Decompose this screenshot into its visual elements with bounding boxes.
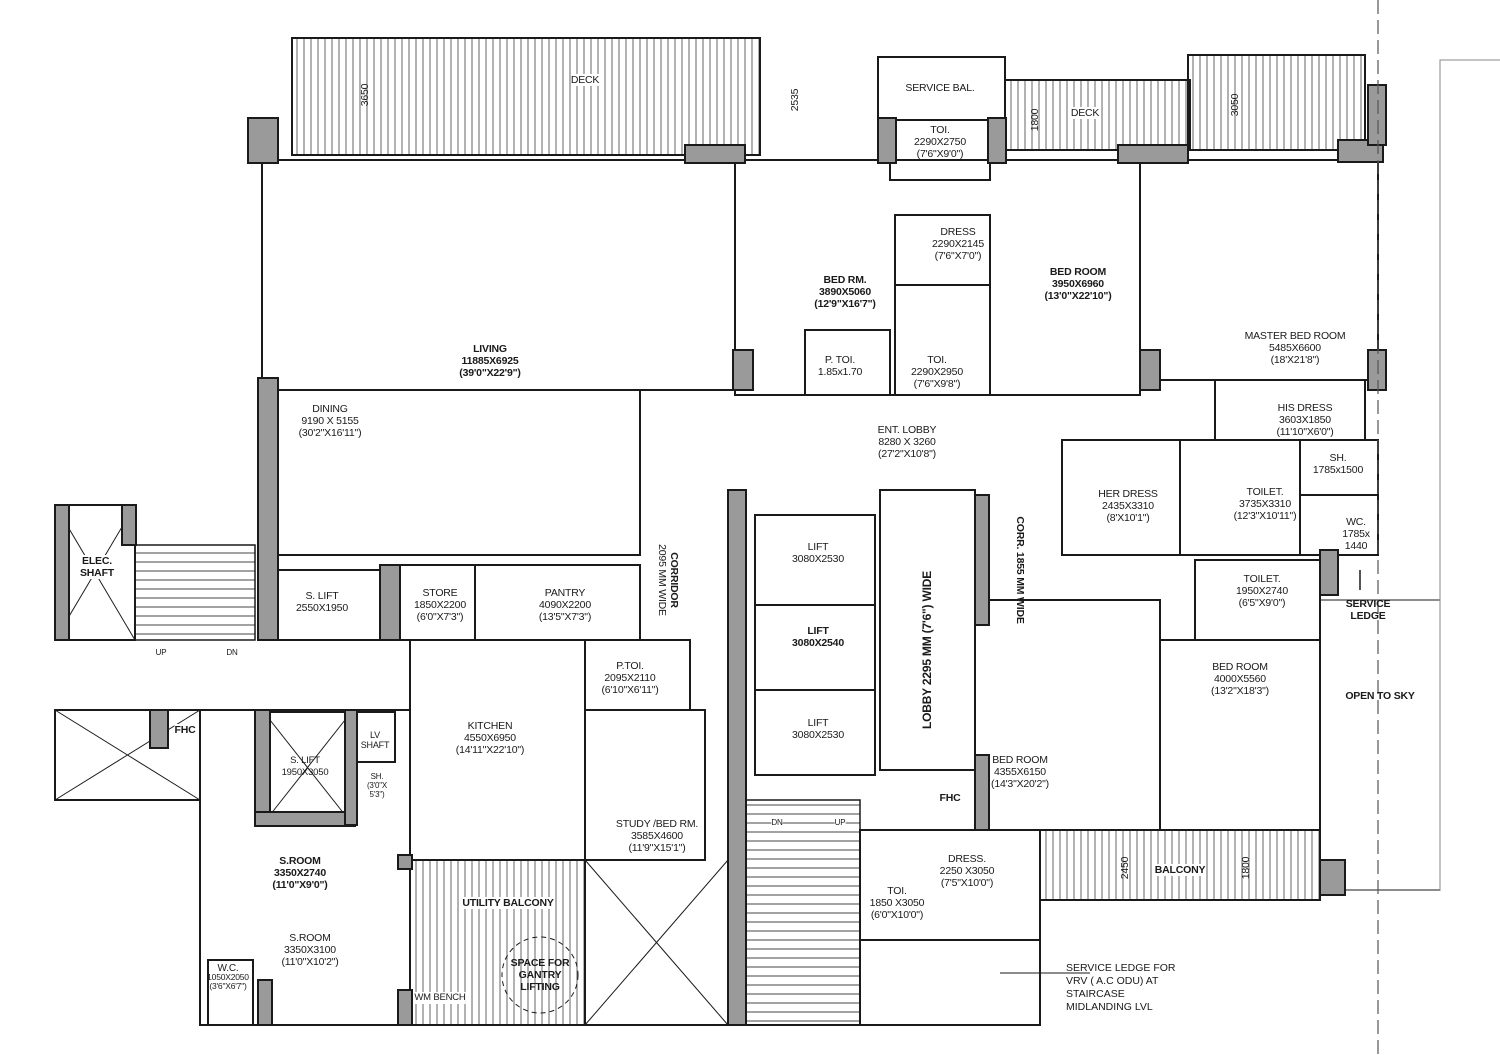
- room-label-powder-toilet: P. TOI.1.85x1.70: [817, 354, 863, 378]
- room-label-lobby: LOBBY 2295 MM (7'6") WIDE: [920, 570, 934, 730]
- room-label-toilet: TOI.2290X2750(7'6"X9'0"): [914, 124, 966, 160]
- room-label-dress: DRESS.2250 X3050(7'5"X10'0"): [939, 853, 995, 889]
- room-label-bedroom: BED RM.3890X5060(12'9"X16'7"): [814, 274, 876, 310]
- stair-down-label: DN: [771, 817, 783, 829]
- room-label-utility-balcony: UTILITY BALCONY: [462, 897, 554, 909]
- dimension-label: 2450: [1119, 856, 1131, 880]
- room-label-shower: SH.1785x1500: [1312, 452, 1364, 476]
- dimension-label: 1800: [1240, 856, 1252, 880]
- room-label-balcony: BALCONY: [1154, 864, 1206, 876]
- dimension-label: 1800: [1029, 108, 1041, 132]
- stair-up-label: UP: [155, 648, 167, 657]
- stair-down-label: DN: [226, 648, 238, 657]
- room-label-service-balcony: SERVICE BAL.: [905, 82, 975, 94]
- room-label-corridor: CORR. 1855 MM WIDE: [1014, 516, 1026, 624]
- room-label-fhc: FHC: [939, 792, 961, 804]
- room-label-elec-shaft: ELEC.SHAFT: [80, 555, 114, 579]
- stair-up-label: UP: [834, 817, 846, 829]
- dimension-label: 3650: [359, 83, 371, 107]
- room-label-deck: DECK: [570, 74, 600, 86]
- room-label-deck: DECK: [1070, 107, 1100, 119]
- room-label-powder-toilet: P.TOI.2095X2110(6'10"X6'11"): [601, 660, 659, 696]
- room-label-wm-bench: WM BENCH: [414, 992, 466, 1004]
- dimension-label: 2535: [789, 88, 801, 112]
- room-label-toilet: TOI.1850 X3050(6'0"X10'0"): [869, 885, 925, 921]
- room-label-toilet: TOI.2290X2950(7'6"X9'8"): [911, 354, 963, 390]
- dimension-label: 3050: [1229, 93, 1241, 117]
- service-balcony: [877, 56, 1006, 121]
- room-label-open-to-sky: OPEN TO SKY: [1345, 690, 1415, 702]
- room-label-study: STUDY /BED RM.3585X4600(11'9"X15'1"): [615, 818, 699, 854]
- room-label-toilet: TOILET.1950X2740(6'5"X9'0"): [1236, 573, 1288, 609]
- room-label-wc: W.C.1050X2050(3'6"X6'7"): [207, 963, 249, 991]
- room-label-fhc: FHC: [174, 724, 196, 736]
- deck-left: [291, 37, 761, 156]
- room-label-toilet: TOILET.3735X3310(12'3"X10'11"): [1233, 486, 1297, 522]
